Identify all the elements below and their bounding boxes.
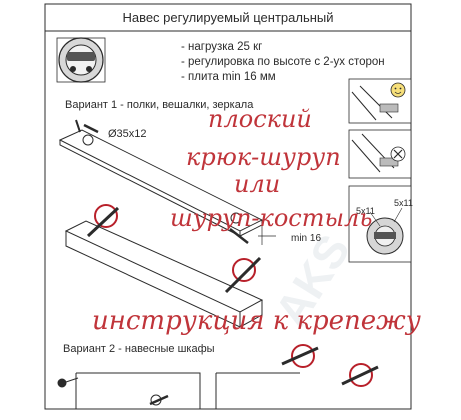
screw-label-right: 5x11 xyxy=(394,198,413,208)
min-thickness-label: min 16 xyxy=(291,233,321,244)
handwriting-line1: плоский xyxy=(208,105,312,133)
handwriting-line3: или xyxy=(234,170,280,198)
smiley-ok-icon xyxy=(390,82,406,98)
screw-marker-icon xyxy=(341,363,379,387)
handwriting-line5: инструкция к крепежу xyxy=(92,306,421,336)
screw-marker-icon xyxy=(281,344,319,368)
spec-panel: - плита min 16 мм xyxy=(181,71,276,83)
screw-label-left: 5x11 xyxy=(356,206,375,216)
screw-detail xyxy=(348,185,412,263)
ok-diagram xyxy=(348,78,412,124)
handwriting-line2: крюк-шуруп xyxy=(186,143,341,171)
bad-diagram xyxy=(348,129,412,179)
hole-diameter-label: Ø35x12 xyxy=(108,128,147,140)
screw-marker-icon xyxy=(86,204,120,238)
fitting-icon xyxy=(56,37,106,83)
variant2-label: Вариант 2 - навесные шкафы xyxy=(63,343,215,355)
handwriting-line4: шуруп-костыль xyxy=(170,204,372,232)
spec-load: - нагрузка 25 кг xyxy=(181,41,262,53)
cabinet-drawing xyxy=(57,372,300,409)
spec-adjust: - регулировка по высоте с 2-ух сторон xyxy=(181,56,385,68)
variant1-label: Вариант 1 - полки, вешалки, зеркала xyxy=(65,99,254,111)
page-title: Навес регулируемый центральный xyxy=(122,10,333,25)
shelf-drawing xyxy=(58,119,276,328)
screw-marker-icon xyxy=(224,256,262,294)
